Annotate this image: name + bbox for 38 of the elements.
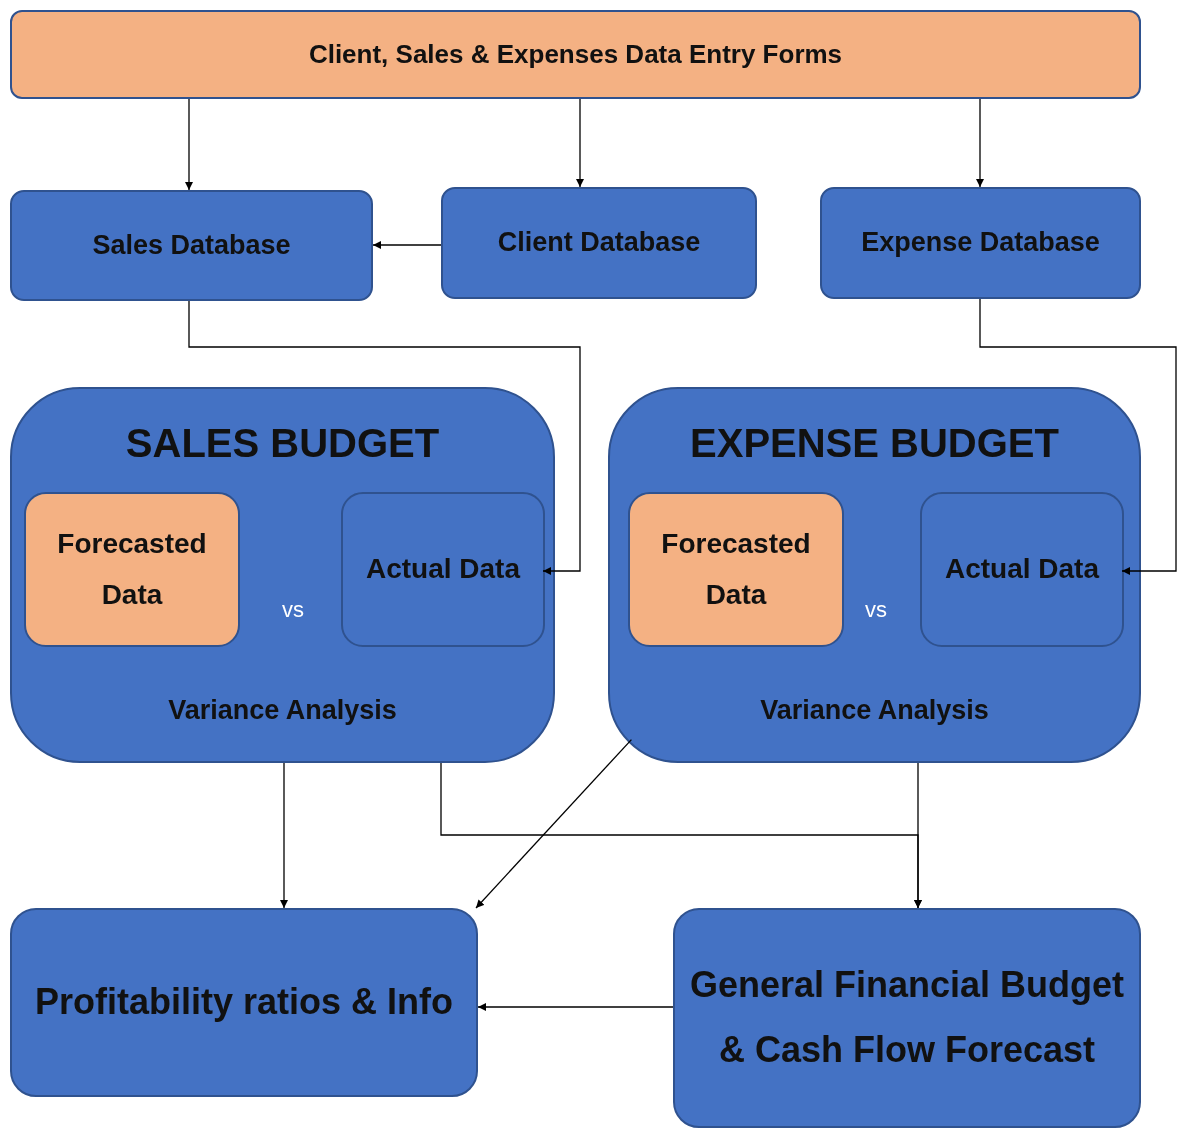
arrow xyxy=(914,762,922,909)
budget-panel xyxy=(10,387,555,763)
report-box xyxy=(10,908,478,1097)
box-label: Actual Data xyxy=(364,552,522,587)
box-label: Client, Sales & Expenses Data Entry Forms xyxy=(307,37,844,71)
box-label: Expense Database xyxy=(860,226,1101,260)
box-label: Actual Data xyxy=(943,552,1101,587)
report-box xyxy=(673,908,1141,1128)
vs-label: vs xyxy=(282,597,304,623)
box-label: Sales Database xyxy=(91,228,292,262)
actual-data-box xyxy=(341,492,545,647)
arrow xyxy=(475,738,633,909)
actual-data-box xyxy=(920,492,1124,647)
budget-panel xyxy=(608,387,1141,763)
arrow xyxy=(185,98,193,191)
panel-footer: Variance Analysis xyxy=(610,695,1139,726)
database-box xyxy=(441,187,757,299)
arrow xyxy=(976,98,984,188)
panel-title: SALES BUDGET xyxy=(124,421,441,466)
forecast-box xyxy=(24,492,240,647)
arrow xyxy=(477,1003,674,1011)
form-box xyxy=(10,10,1141,99)
database-box xyxy=(820,187,1141,299)
forecast-box xyxy=(628,492,844,647)
box-label: Client Database xyxy=(496,226,702,260)
arrow xyxy=(280,762,288,909)
box-label: Forecasted Data xyxy=(660,527,812,612)
box-label: Forecasted Data xyxy=(56,527,208,612)
arrow xyxy=(576,98,584,188)
box-label: Profitability ratios & Info xyxy=(34,980,454,1025)
vs-label: vs xyxy=(865,597,887,623)
panel-footer: Variance Analysis xyxy=(12,695,553,726)
panel-title: EXPENSE BUDGET xyxy=(689,421,1060,466)
arrow xyxy=(188,300,581,575)
arrow xyxy=(372,241,442,249)
database-box xyxy=(10,190,373,301)
arrow xyxy=(979,298,1177,575)
box-label: General Financial Budget & Cash Flow Forecast xyxy=(688,963,1126,1072)
